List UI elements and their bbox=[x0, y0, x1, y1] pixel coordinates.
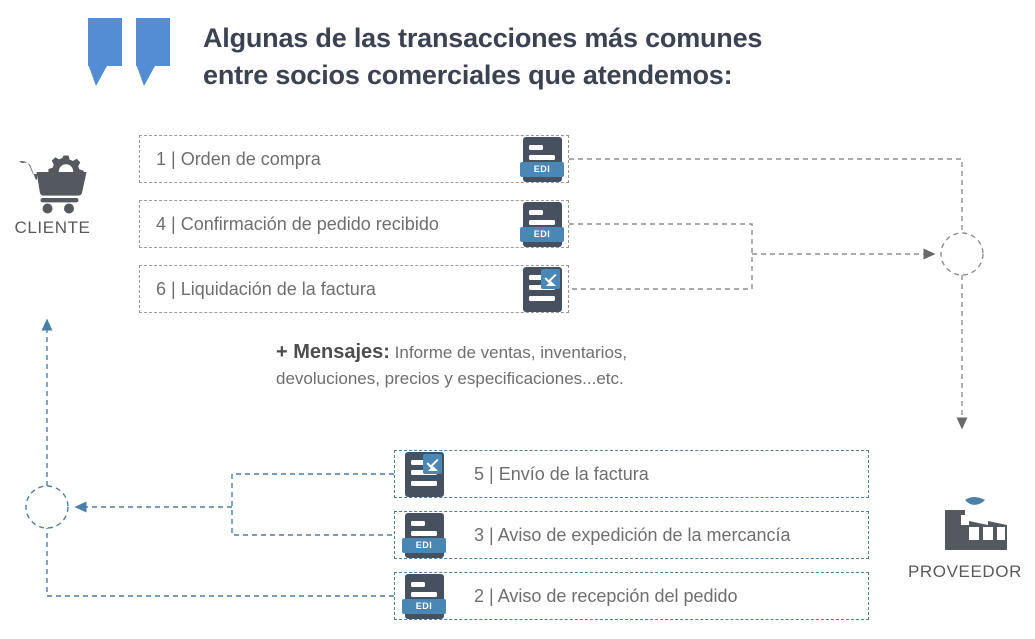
transaction-row-2[interactable]: EDI 2 | Aviso de recepción del pedido bbox=[394, 572, 869, 620]
junction-node-supplier bbox=[940, 232, 984, 276]
page-title: Algunas de las transacciones más comunes… bbox=[203, 20, 903, 94]
actor-client: CLIENTE bbox=[0, 152, 105, 238]
transaction-row-6[interactable]: 6 | Liquidación de la factura bbox=[139, 265, 569, 313]
edi-badge: EDI bbox=[402, 598, 446, 614]
check-mark-icon bbox=[541, 268, 560, 289]
transaction-row-3-label: 3 | Aviso de expedición de la mercancía bbox=[474, 524, 791, 545]
actor-supplier-label: PROVEEDOR bbox=[907, 562, 1023, 581]
check-mark-icon bbox=[423, 453, 442, 474]
edi-document-icon: EDI bbox=[520, 136, 564, 182]
document-check-icon bbox=[405, 451, 444, 497]
page-title-line1: Algunas de las transacciones más comunes bbox=[203, 23, 763, 53]
transaction-row-5-label: 5 | Envío de la factura bbox=[474, 463, 649, 484]
actor-client-label: CLIENTE bbox=[14, 218, 91, 237]
transaction-row-1[interactable]: 1 | Orden de compra EDI bbox=[139, 135, 569, 183]
factory-icon bbox=[945, 496, 1007, 550]
transaction-row-5[interactable]: 5 | Envío de la factura bbox=[394, 450, 869, 498]
additional-messages-note: + Mensajes: Informe de ventas, inventari… bbox=[276, 340, 636, 391]
transaction-row-6-label: 6 | Liquidación de la factura bbox=[156, 278, 376, 299]
edi-document-icon: EDI bbox=[402, 512, 446, 558]
document-check-icon bbox=[523, 266, 562, 312]
note-body: Informe de ventas, inventarios, devoluci… bbox=[276, 343, 628, 388]
edi-badge: EDI bbox=[402, 537, 446, 553]
shopping-cart-gear-icon bbox=[18, 155, 86, 214]
transaction-row-1-label: 1 | Orden de compra bbox=[156, 148, 321, 169]
quote-mark-icon bbox=[88, 18, 188, 98]
junction-node-client bbox=[25, 485, 69, 529]
actor-supplier: PROVEEDOR bbox=[895, 496, 1035, 582]
page-title-line2: entre socios comerciales que atendemos: bbox=[203, 60, 733, 90]
edi-document-icon: EDI bbox=[402, 573, 446, 619]
transaction-row-4-label: 4 | Confirmación de pedido recibido bbox=[156, 213, 439, 234]
transaction-row-2-label: 2 | Aviso de recepción del pedido bbox=[474, 585, 738, 606]
edi-badge: EDI bbox=[520, 161, 564, 177]
edi-badge: EDI bbox=[520, 226, 564, 242]
note-heading: + Mensajes: bbox=[276, 341, 390, 363]
transaction-row-4[interactable]: 4 | Confirmación de pedido recibido EDI bbox=[139, 200, 569, 248]
edi-document-icon: EDI bbox=[520, 201, 564, 247]
transaction-row-3[interactable]: EDI 3 | Aviso de expedición de la mercan… bbox=[394, 511, 869, 559]
